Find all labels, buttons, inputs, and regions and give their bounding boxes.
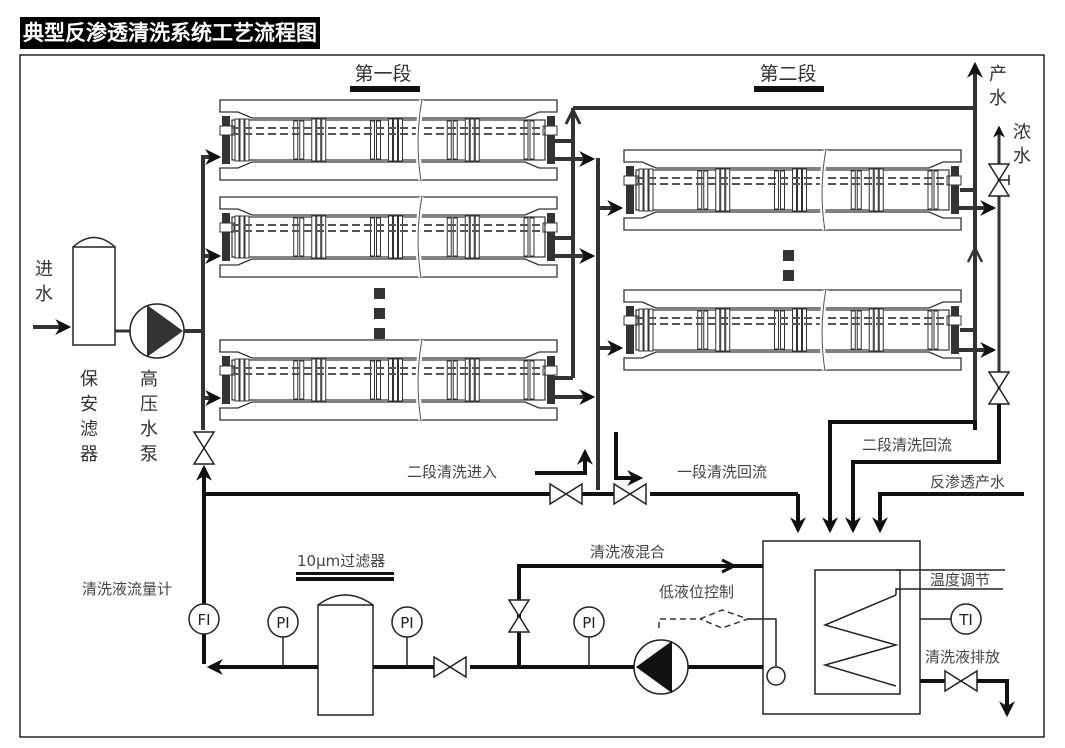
heater-box [814,569,901,695]
stage1-clean-return-label: 一段清洗回流 [677,463,767,481]
stage1-vessels [219,99,558,421]
temperature-adjust-label: 温度调节 [930,571,990,589]
stage2-ellipsis-dot [783,250,794,261]
feed-water-label-1: 进 [35,259,53,280]
stage1-clean-return-valve[interactable] [613,482,647,506]
pressure-indicator-1: PI [267,606,299,667]
stage2-underline [754,86,824,92]
stage2-return-valve[interactable] [987,371,1011,405]
stage2-ellipsis-dot [783,270,794,281]
stage1-label: 第一段 [354,63,411,85]
product-water-label-1: 产 [989,64,1007,85]
pressure-indicator-3: PI [573,606,605,667]
heating-coil [822,594,899,687]
stage1-vessel [219,196,558,278]
stage2-label: 第二段 [759,63,816,85]
temperature-indicator: TI [950,603,982,635]
stage1-ellipsis-dot [374,328,385,339]
diagram-frame [19,54,1045,738]
cartridge-filter-10um [317,594,374,716]
filter-outlet-valve[interactable] [433,655,467,679]
stage2-clean-in-label: 二段清洗进入 [407,463,497,481]
high-pressure-pump [129,303,185,359]
pump-label-3: 水 [140,419,158,440]
pump-label-4: 泵 [140,444,158,465]
stage2-vessel [623,149,962,231]
circulation-pump [633,639,689,695]
product-water-label-2: 水 [989,88,1007,109]
security-filter [72,236,116,346]
clean-flowmeter-label: 清洗液流量计 [82,580,172,598]
stage1-vessel [219,99,558,181]
pump-label-2: 压 [140,394,158,415]
security-filter-label-1: 保 [80,369,98,390]
clean-solution-mixing-label: 清洗液混合 [590,543,665,561]
stage1-vessel [219,339,558,421]
ro-product-water-label: 反渗透产水 [930,473,1005,491]
concentrate-control-valve[interactable] [987,163,1011,197]
pump-label-1: 高 [140,369,158,390]
svg-text:PI: PI [582,614,595,632]
level-sensor [766,666,786,686]
concentrate-label-1: 浓 [1013,122,1031,143]
svg-text:PI: PI [400,614,413,632]
concentrate-label-2: 水 [1013,146,1031,167]
stage2-clean-return-label: 二段清洗回流 [862,436,952,454]
stage1-underline [350,86,420,92]
drain-valve[interactable] [944,669,978,693]
stage2-vessel [623,289,962,371]
pressure-indicator-2: PI [391,606,423,667]
stage1-feed-valve[interactable] [192,431,216,465]
filter-10um-label: 10μm过滤器 [297,552,385,570]
clean-solution-drain-label: 清洗液排放 [925,648,1000,666]
svg-text:TI: TI [958,611,973,629]
security-filter-label-2: 安 [80,394,98,415]
mixing-valve[interactable] [507,599,531,633]
security-filter-label-3: 滤 [80,419,98,440]
stage1-ellipsis-dot [374,308,385,319]
svg-text:FI: FI [197,611,210,629]
stage1-ellipsis-dot [374,288,385,299]
security-filter-label-4: 器 [80,444,98,465]
low-level-control-label: 低液位控制 [659,583,734,601]
svg-text:PI: PI [276,614,289,632]
feed-water-label-2: 水 [35,284,53,305]
flow-indicator: FI [188,603,220,635]
stage2-vessels [623,149,962,371]
diagram-title: 典型反渗透清洗系统工艺流程图 [20,17,320,49]
stage2-clean-in-valve[interactable] [549,482,583,506]
